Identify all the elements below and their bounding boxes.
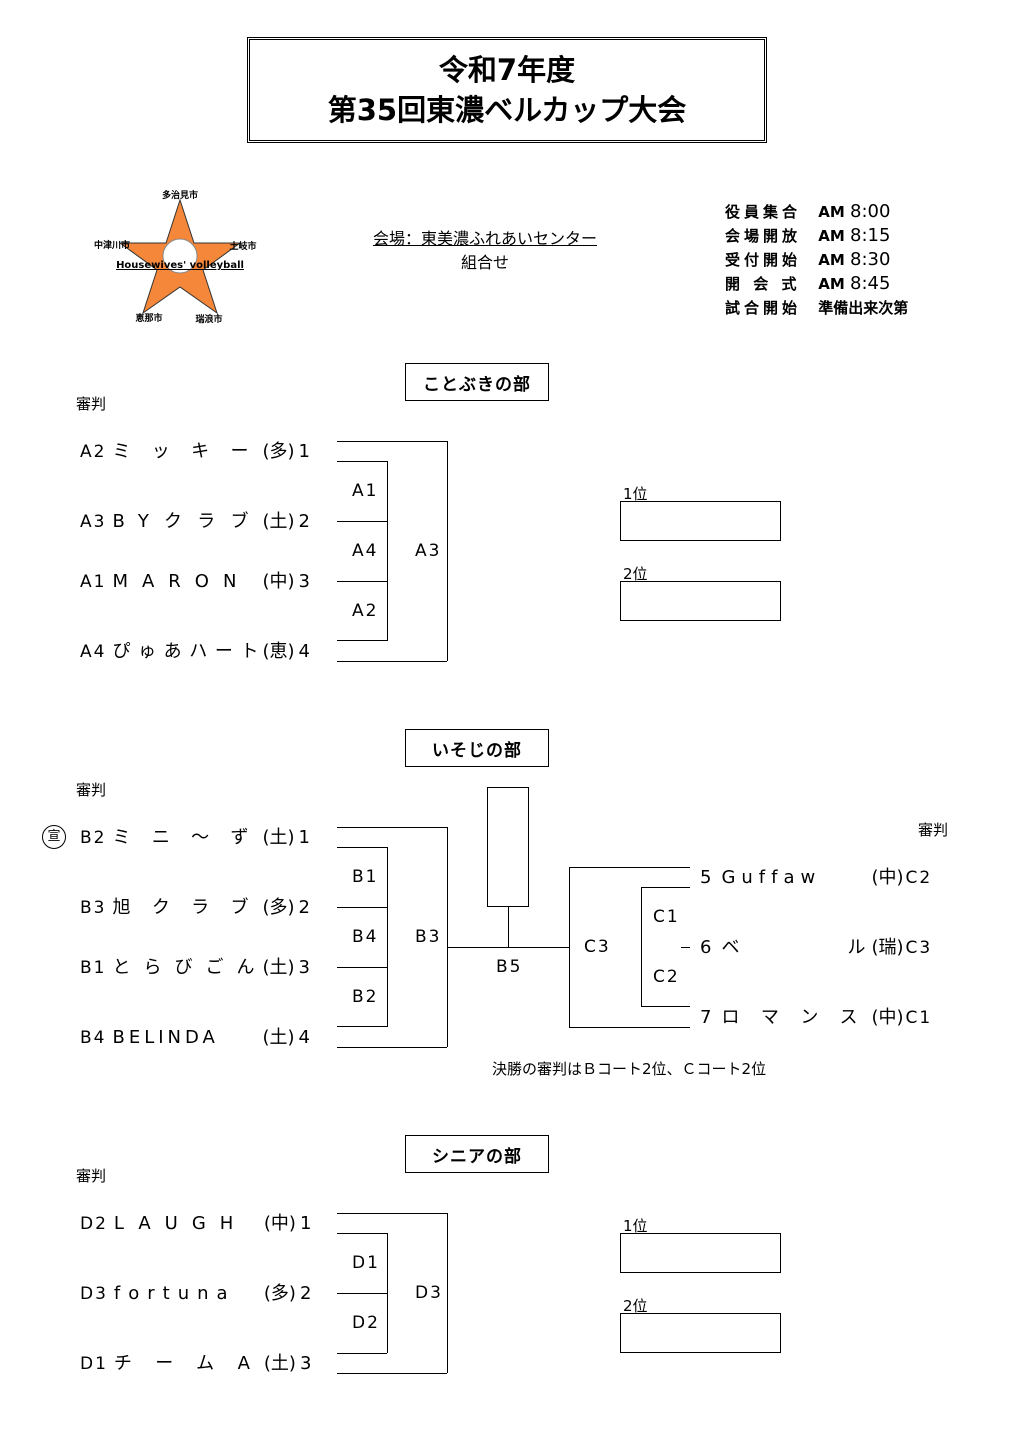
logo-city-left: 中津川市: [94, 239, 130, 251]
schedule-row: 試合開始 準備出来次第: [725, 299, 909, 317]
bracket-line: [447, 1213, 448, 1373]
bracket-line: [337, 1047, 447, 1048]
bracket-line: [337, 581, 387, 582]
bracket-line: [337, 1293, 387, 1294]
rank1-box: [620, 501, 781, 541]
declare-mark-icon: 宣: [42, 825, 66, 849]
bracket-line: [641, 1006, 690, 1007]
bracket-line: [337, 640, 387, 641]
referee-label: 審判: [76, 781, 107, 799]
bracket-line: [337, 661, 447, 662]
title-line2: 第35回東濃ベルカップ大会: [327, 93, 687, 127]
match-label: A1: [352, 481, 379, 501]
match-label: D1: [352, 1253, 380, 1273]
final-line: [447, 947, 569, 948]
bracket-line: [337, 441, 447, 442]
match-label: B1: [352, 867, 379, 887]
logo-city-right: 土岐市: [229, 240, 256, 252]
section-senior-title: シニアの部: [405, 1135, 549, 1173]
referee-label: 審判: [76, 395, 107, 413]
venue: 会場：東美濃ふれあいセンター 組合せ: [338, 225, 632, 273]
bracket-line: [387, 461, 388, 641]
match-label: B3: [415, 927, 442, 947]
title-line1: 令和7年度: [438, 53, 576, 87]
rank2-box: [620, 1313, 781, 1353]
bracket-line: [569, 1027, 690, 1028]
rank2-box: [620, 581, 781, 621]
rank2-label: 2位: [623, 1297, 648, 1315]
bracket-line: [337, 827, 447, 828]
bracket-line: [387, 847, 388, 1027]
section-isoji-title: いそじの部: [405, 729, 549, 767]
bracket-line: [337, 1353, 387, 1354]
bracket-line: [447, 441, 448, 661]
bracket-line: [447, 827, 448, 1047]
final-line: [508, 907, 509, 947]
bracket-line: [681, 947, 690, 948]
bracket-line: [387, 1233, 388, 1353]
match-label: C3: [584, 937, 611, 957]
bracket-line: [337, 1213, 447, 1214]
rank2-label: 2位: [623, 565, 648, 583]
title-box: 令和7年度 第35回東濃ベルカップ大会: [247, 37, 767, 143]
logo-caption: Housewives' volleyball: [116, 260, 244, 271]
match-label: A3: [415, 541, 442, 561]
bracket-line: [337, 967, 387, 968]
match-label: B2: [352, 987, 379, 1007]
rank1-box: [620, 1233, 781, 1273]
section-kotobuki-title: ことぶきの部: [405, 363, 549, 401]
bracket-line: [337, 907, 387, 908]
match-label: C2: [653, 967, 680, 987]
match-label: C1: [653, 907, 680, 927]
final-note: 決勝の審判はＢコート2位、Ｃコート2位: [492, 1060, 767, 1078]
venue-text: 会場：東美濃ふれあいセンター: [372, 229, 597, 248]
bracket-line: [337, 461, 387, 462]
rank1-label: 1位: [623, 485, 648, 503]
bracket-line: [641, 887, 642, 1007]
bracket-line: [641, 887, 690, 888]
schedule-row: 役員集合 AM 8:00: [725, 201, 891, 222]
bracket-line: [337, 521, 387, 522]
match-label: B4: [352, 927, 379, 947]
referee-label: 審判: [918, 821, 949, 839]
schedule-row: 受付開始 AM 8:30: [725, 249, 891, 270]
schedule: 役員集合 AM 8:00 会場開放 AM 8:15 受付開始 AM 8:30 開…: [725, 200, 908, 320]
bracket-line: [337, 1026, 387, 1027]
champion-box: [487, 787, 529, 907]
bracket-line: [337, 1373, 447, 1374]
match-label: D3: [415, 1283, 443, 1303]
match-label: D2: [352, 1313, 380, 1333]
final-match-label: B5: [496, 957, 523, 977]
referee-label: 審判: [76, 1167, 107, 1185]
rank1-label: 1位: [623, 1217, 648, 1235]
match-label: A2: [352, 601, 379, 621]
bracket-line: [337, 847, 387, 848]
logo-star-icon: 多治見市 中津川市 土岐市 恵那市 瑞浪市 Housewives' volley…: [94, 189, 257, 325]
logo-city-top: 多治見市: [162, 189, 198, 201]
logo-city-bottom-right: 瑞浪市: [195, 313, 222, 325]
bracket-line: [337, 1233, 387, 1234]
schedule-row: 開 会 式 AM 8:45: [725, 273, 891, 294]
match-label: A4: [352, 541, 379, 561]
logo-city-bottom-left: 恵那市: [135, 312, 162, 324]
schedule-row: 会場開放 AM 8:15: [725, 225, 891, 246]
bracket-line: [569, 867, 570, 1027]
bracket-line: [569, 867, 690, 868]
subtitle: 組合せ: [460, 253, 509, 272]
